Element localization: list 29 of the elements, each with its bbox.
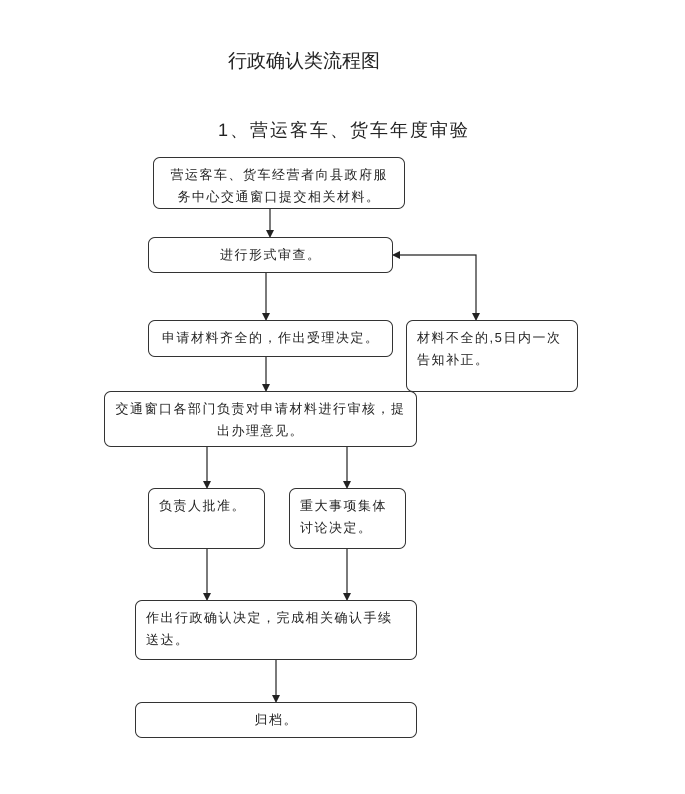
arrow xyxy=(272,660,280,703)
process-box xyxy=(104,391,417,447)
process-box xyxy=(289,488,406,549)
step-text: 重大事项集体讨论决定。 xyxy=(300,497,388,537)
step-text: 作出行政确认决定，完成相关确认手续送达。 xyxy=(146,609,394,649)
process-box xyxy=(406,320,578,392)
step-text: 进行形式审查。 xyxy=(218,246,322,264)
process-box xyxy=(135,600,417,660)
arrow xyxy=(266,209,274,238)
step-text: 负责人批准。 xyxy=(159,497,247,515)
arrow xyxy=(343,447,351,489)
process-box xyxy=(148,320,393,357)
process-box xyxy=(148,488,265,549)
step-text: 交通窗口各部门负责对申请材料进行审核，提出办理意见。 xyxy=(115,400,406,440)
arrow xyxy=(203,447,211,489)
arrow xyxy=(262,357,270,392)
process-box xyxy=(148,237,393,273)
step-text: 营运客车、货车经营者向县政府服务中心交通窗口提交相关材料。 xyxy=(169,166,389,206)
section-heading: 1、营运客车、货车年度审验 xyxy=(218,119,470,142)
step-text: 归档。 xyxy=(253,711,299,729)
arrow xyxy=(203,549,211,601)
arrow xyxy=(343,549,351,601)
arrow xyxy=(262,273,270,321)
step-text: 材料不全的,5日内一次告知补正。 xyxy=(417,329,562,369)
arrow xyxy=(392,251,480,321)
process-box xyxy=(153,157,405,209)
process-box xyxy=(135,702,417,738)
step-text: 申请材料齐全的，作出受理决定。 xyxy=(160,329,380,347)
diagram-title: 行政确认类流程图 xyxy=(228,50,380,74)
